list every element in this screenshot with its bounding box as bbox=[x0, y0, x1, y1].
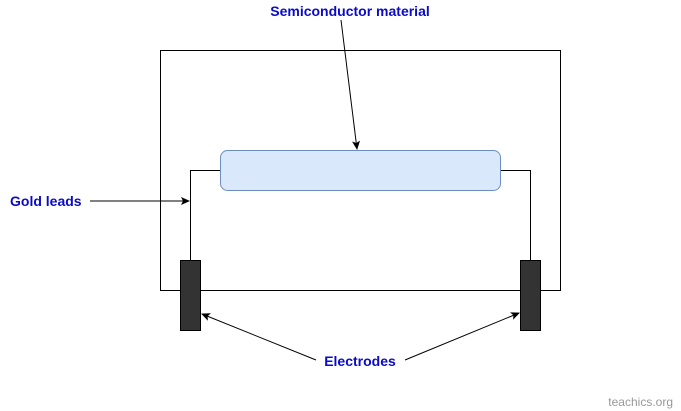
gold-leads-label: Gold leads bbox=[10, 193, 82, 209]
watermark: teachics.org bbox=[608, 395, 673, 409]
electrode-left bbox=[180, 260, 201, 331]
electrode-arrow-right bbox=[404, 312, 520, 361]
substrate-box bbox=[160, 50, 561, 291]
semiconductor-label: Semiconductor material bbox=[270, 3, 430, 19]
electrode-right bbox=[520, 260, 541, 331]
electrode-arrow-left bbox=[201, 313, 317, 361]
electrodes-label: Electrodes bbox=[324, 353, 396, 369]
semiconductor-arrow bbox=[340, 19, 360, 150]
semiconductor-material bbox=[220, 150, 501, 191]
gold-lead-left bbox=[190, 170, 220, 260]
gold-lead-right bbox=[500, 170, 531, 260]
